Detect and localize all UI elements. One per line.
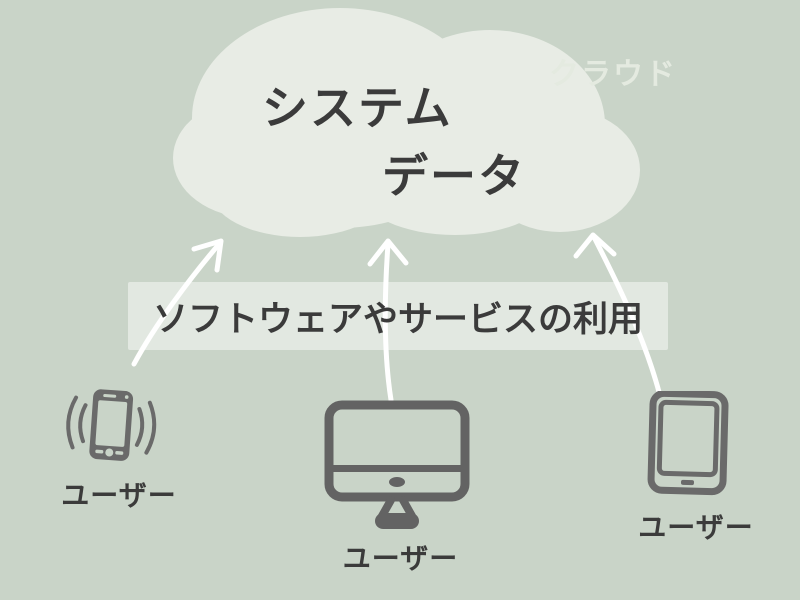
tablet-user-label: ユーザー bbox=[638, 512, 754, 543]
banner-band bbox=[128, 282, 668, 350]
right-arrow-head bbox=[573, 232, 617, 259]
smartphone-vibrating-icon bbox=[66, 389, 157, 461]
left-arrow-shaft bbox=[131, 240, 223, 367]
banner-label: ソフトウェアやサービスの利用 bbox=[152, 299, 643, 339]
desktop-user-label: ユーザー bbox=[342, 543, 459, 574]
cloud-title-data: データ bbox=[382, 150, 526, 202]
cloud-title-system: システム bbox=[262, 82, 453, 134]
tablet-device bbox=[647, 389, 731, 497]
right-arrow-shaft bbox=[592, 236, 662, 395]
middle-arrow-head bbox=[367, 238, 409, 267]
tablet-icon bbox=[647, 389, 729, 496]
smartphone-device bbox=[58, 387, 162, 469]
left-arrow-head bbox=[191, 238, 224, 273]
cloud-tag-label: クラウド bbox=[549, 58, 677, 91]
desktop-device bbox=[323, 400, 471, 534]
desktop-computer-icon bbox=[324, 400, 470, 529]
middle-arrow-shaft bbox=[382, 241, 394, 403]
smartphone-user-label: ユーザー bbox=[61, 480, 177, 511]
